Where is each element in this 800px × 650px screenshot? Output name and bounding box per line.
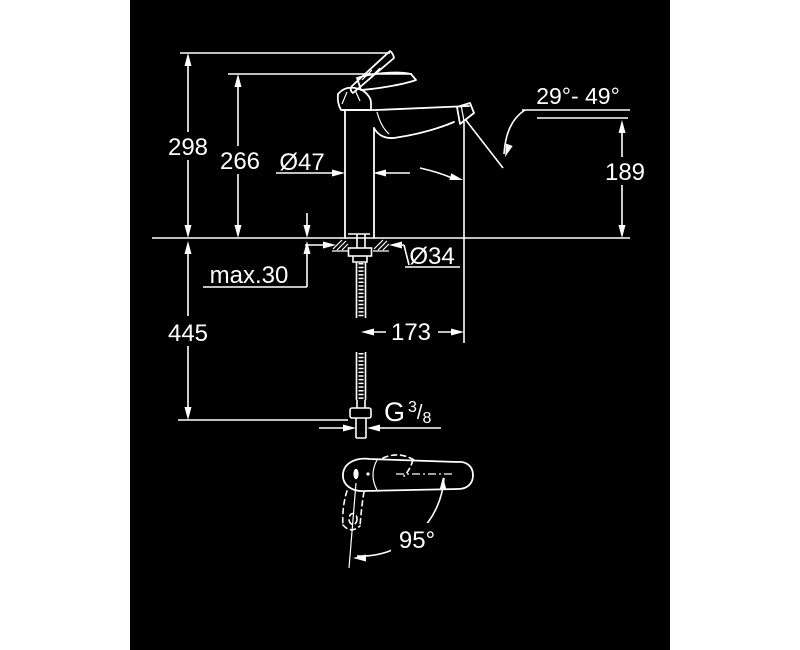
rotated-axis xyxy=(348,482,357,569)
dimension-445: 445 xyxy=(163,241,348,421)
dim-line-o34 xyxy=(305,244,460,268)
label-189: 189 xyxy=(605,159,645,186)
stream-line xyxy=(464,118,504,169)
lever-hub xyxy=(336,86,372,111)
label-o34: Ø34 xyxy=(409,243,454,270)
front-view-faucet xyxy=(336,50,475,239)
spout-top-edge xyxy=(376,105,470,111)
rotated-head-dashed xyxy=(382,454,415,477)
spout-underside xyxy=(373,121,455,139)
rotated-grip-dashed xyxy=(341,490,365,531)
aerator xyxy=(456,102,475,125)
washer xyxy=(352,256,368,263)
stud-rails xyxy=(356,234,366,248)
label-angle-range: 29°- 49° xyxy=(536,83,620,109)
aerator-detail xyxy=(460,104,465,122)
handle-neck-curve xyxy=(372,459,378,491)
label-max30: max.30 xyxy=(210,262,289,289)
fitting-nut xyxy=(349,407,372,419)
deck-hatch-left xyxy=(332,239,349,252)
hose-upper-rails xyxy=(355,262,367,318)
dim-line-max30 xyxy=(203,213,308,288)
dimension-max30: max.30 xyxy=(203,213,311,289)
fitting-stem xyxy=(356,400,366,408)
label-298: 298 xyxy=(168,134,208,161)
dimension-266: 266 xyxy=(216,73,412,238)
hose-lower-rails xyxy=(355,352,367,400)
dimension-298: 298 xyxy=(165,52,390,238)
deck-hatch-right xyxy=(373,239,390,252)
label-173: 173 xyxy=(391,319,431,346)
spout-inner-fillet xyxy=(376,111,390,135)
top-view-lever: 95° xyxy=(341,454,474,569)
dimension-189: 189 xyxy=(599,120,649,238)
handle-slot xyxy=(353,468,359,480)
label-o47: Ø47 xyxy=(279,149,324,176)
dimension-o47: Ø47 xyxy=(276,149,410,177)
angle-arc xyxy=(503,109,526,155)
mounting-hardware xyxy=(347,233,373,439)
handle-outline xyxy=(342,457,474,492)
deck xyxy=(152,237,630,252)
dimension-173: 173 xyxy=(361,122,465,346)
lever-hub-detail xyxy=(341,89,361,105)
stream-leader xyxy=(419,167,453,179)
annotation-spout-angle: 29°- 49° xyxy=(419,83,630,180)
label-266: 266 xyxy=(220,148,260,175)
handle-dot xyxy=(366,472,370,476)
label-95deg: 95° xyxy=(399,527,435,554)
label-445: 445 xyxy=(168,320,208,347)
dimension-o34: Ø34 xyxy=(305,241,460,270)
mounting-nut xyxy=(347,247,373,257)
